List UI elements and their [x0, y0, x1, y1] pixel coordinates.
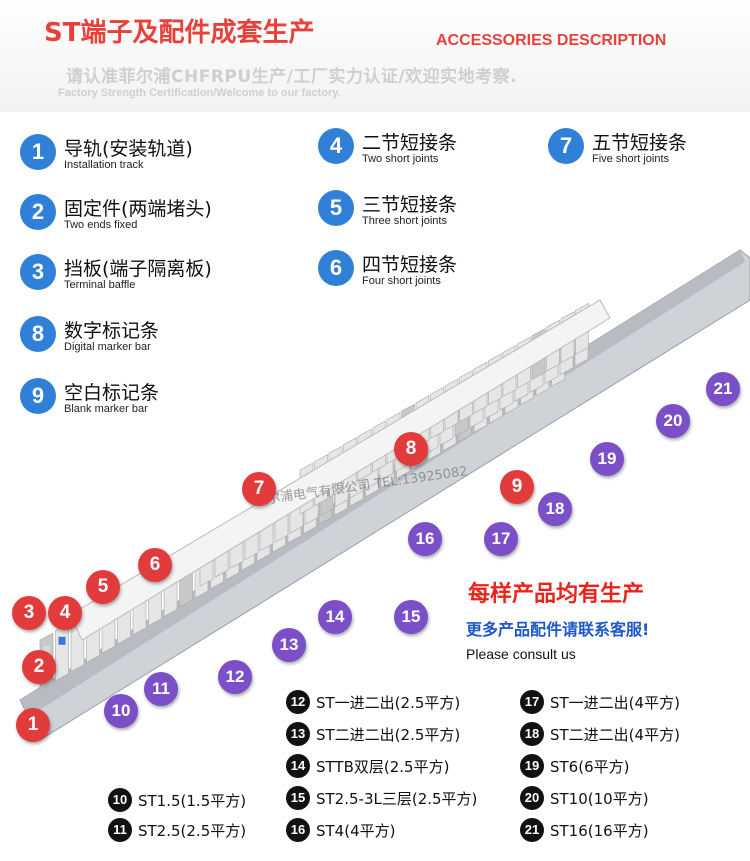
callout-19: 19 — [590, 442, 624, 476]
legend-number-badge: 6 — [318, 250, 354, 286]
spec-label: ST二进二出(2.5平方) — [316, 726, 461, 744]
callout-11: 11 — [144, 672, 178, 706]
callout-12: 12 — [218, 660, 252, 694]
legend-label-cn: 三节短接条 — [362, 194, 458, 216]
spec-label: ST一进二出(4平方) — [550, 694, 680, 712]
spec-label: ST2.5-3L三层(2.5平方) — [316, 790, 478, 808]
legend-label-en: Two short joints — [362, 153, 439, 165]
legend-label-en: Digital marker bar — [64, 341, 151, 353]
spec-label: ST4(4平方) — [316, 822, 396, 840]
legend-label-en: Four short joints — [362, 275, 441, 287]
callout-20: 20 — [656, 404, 690, 438]
legend-label-cn: 五节短接条 — [592, 132, 688, 154]
callout-1: 1 — [16, 708, 50, 742]
spec-number-badge: 18 — [520, 722, 544, 746]
spec-number-badge: 12 — [286, 690, 310, 714]
callout-6: 6 — [138, 548, 172, 582]
legend-label-cn: 空白标记条 — [64, 382, 160, 404]
callout-15: 15 — [394, 600, 428, 634]
legend-number-badge: 8 — [20, 316, 56, 352]
legend-number-badge: 5 — [318, 190, 354, 226]
terminal-block-photo: 菲尔浦电气有限公司 TEL:13925082 — [19, 249, 750, 741]
legend-label-cn: 四节短接条 — [362, 254, 458, 276]
callout-14: 14 — [318, 600, 352, 634]
page-subtitle: 请认准菲尔浦CHFRPU生产/工厂实力认证/欢迎实地考察. — [66, 67, 518, 87]
terminal-jumper-slot — [43, 646, 50, 654]
promo-subline: 更多产品配件请联系客服! — [466, 620, 650, 639]
spec-number-badge: 14 — [286, 754, 310, 778]
callout-10: 10 — [104, 694, 138, 728]
header-banner: ST端子及配件成套生产 ACCESSORIES DESCRIPTION 请认准菲… — [0, 0, 750, 112]
terminal-jumper-slot — [58, 636, 66, 645]
legend-label-en: Five short joints — [592, 153, 670, 165]
callout-9: 9 — [500, 470, 534, 504]
legend-number-badge: 7 — [548, 128, 584, 164]
legend-number-badge: 2 — [20, 194, 56, 230]
callout-21: 21 — [706, 372, 740, 406]
legend-label-en: Blank marker bar — [64, 403, 148, 415]
spec-label: ST10(10平方) — [550, 790, 649, 808]
promo-headline: 每样产品均有生产 — [468, 582, 645, 607]
spec-number-badge: 15 — [286, 786, 310, 810]
legend-label-en: Installation track — [64, 159, 144, 171]
spec-label: ST一进二出(2.5平方) — [316, 694, 461, 712]
callout-5: 5 — [86, 570, 120, 604]
legend-label-cn: 固定件(两端堵头) — [64, 198, 212, 220]
legend-label-en: Two ends fixed — [64, 219, 138, 231]
callout-3: 3 — [12, 596, 46, 630]
legend-number-badge: 1 — [20, 134, 56, 170]
spec-label: ST2.5(2.5平方) — [138, 822, 247, 840]
spec-label: STTB双层(2.5平方) — [316, 758, 450, 776]
callout-17: 17 — [484, 522, 518, 556]
page-title: ST端子及配件成套生产 — [44, 18, 315, 48]
callout-2: 2 — [22, 650, 56, 684]
spec-label: ST1.5(1.5平方) — [138, 792, 247, 810]
callout-8: 8 — [394, 432, 428, 466]
spec-number-badge: 21 — [520, 818, 544, 842]
legend-label-cn: 挡板(端子隔离板) — [64, 258, 212, 280]
spec-number-badge: 16 — [286, 818, 310, 842]
spec-number-badge: 11 — [108, 818, 132, 842]
legend-number-badge: 9 — [20, 378, 56, 414]
legend-number-badge: 3 — [20, 254, 56, 290]
spec-label: ST6(6平方) — [550, 758, 630, 776]
spec-label: ST16(16平方) — [550, 822, 649, 840]
page-title-en: ACCESSORIES DESCRIPTION — [436, 32, 667, 49]
callout-16: 16 — [408, 522, 442, 556]
spec-number-badge: 20 — [520, 786, 544, 810]
spec-number-badge: 13 — [286, 722, 310, 746]
page-subtitle-en: Factory Strength Certification/Welcome t… — [58, 87, 341, 99]
spec-number-badge: 19 — [520, 754, 544, 778]
terminal-block — [55, 623, 69, 682]
spec-number-badge: 17 — [520, 690, 544, 714]
callout-13: 13 — [272, 628, 306, 662]
callout-4: 4 — [48, 596, 82, 630]
callout-7: 7 — [242, 472, 276, 506]
legend-label-cn: 导轨(安装轨道) — [64, 138, 193, 160]
legend-number-badge: 4 — [318, 128, 354, 164]
legend-label-cn: 数字标记条 — [64, 320, 160, 342]
spec-label: ST二进二出(4平方) — [550, 726, 680, 744]
promo-consult: Please consult us — [466, 646, 576, 662]
spec-number-badge: 10 — [108, 788, 132, 812]
legend-label-en: Three short joints — [362, 215, 447, 227]
legend-label-en: Terminal baffle — [64, 279, 136, 291]
callout-18: 18 — [538, 492, 572, 526]
legend-label-cn: 二节短接条 — [362, 132, 458, 154]
